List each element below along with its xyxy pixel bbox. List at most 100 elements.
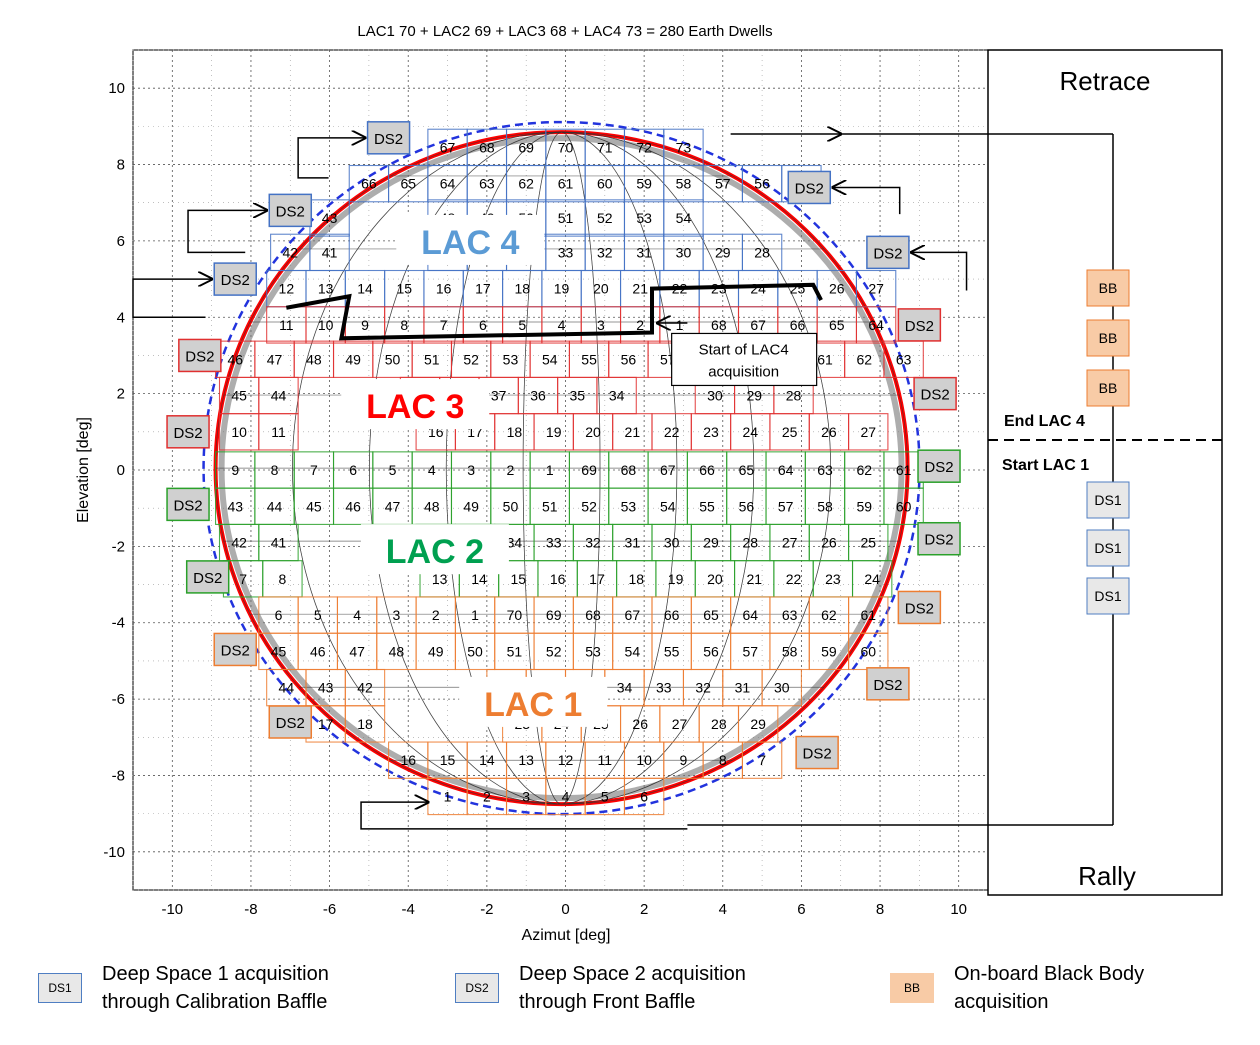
dwell-number: 61 [860, 607, 876, 623]
y-tick-label: -2 [112, 538, 125, 555]
dwell-number: 16 [436, 281, 452, 297]
dwell-number: 34 [507, 535, 523, 551]
dwell-number: 66 [699, 462, 715, 478]
dwell-number: 14 [357, 281, 373, 297]
dwell-cell [883, 487, 924, 525]
dwell-number: 26 [821, 424, 837, 440]
start-lac1-label: Start LAC 1 [1002, 457, 1089, 474]
y-tick-label: 4 [117, 309, 125, 326]
dwell-number: 30 [676, 244, 692, 260]
dwell-number: 51 [542, 498, 558, 514]
dwell-number: 5 [601, 788, 609, 804]
ds2-label: DS2 [173, 497, 202, 514]
dwell-number: 62 [821, 607, 837, 623]
dwell-number: 1 [546, 462, 554, 478]
dwell-number: 7 [310, 462, 318, 478]
dwell-number: 27 [860, 424, 876, 440]
dwell-number: 8 [719, 752, 727, 768]
arrow-row-ds2-far-left [132, 279, 212, 319]
x-tick-label: 8 [876, 901, 884, 918]
dwell-number: 42 [231, 535, 247, 551]
dwell-number: 4 [428, 462, 436, 478]
dwell-number: 33 [656, 680, 672, 696]
legend-ds1: DS1 Deep Space 1 acquisition through Cal… [38, 960, 329, 1016]
dwell-number: 63 [817, 462, 833, 478]
dwell-number: 58 [782, 643, 798, 659]
dwell-number: 10 [231, 424, 247, 440]
dwell-number: 53 [636, 210, 652, 226]
dwell-number: 7 [758, 752, 766, 768]
dwell-number: 2 [432, 607, 440, 623]
dwell-number: 19 [546, 424, 562, 440]
dwell-number: 41 [322, 244, 338, 260]
y-tick-label: -10 [103, 844, 125, 861]
ds1-box [1086, 529, 1130, 567]
ds2-box [795, 735, 839, 770]
x-tick-label: -8 [244, 901, 257, 918]
dwell-number: 5 [314, 607, 322, 623]
dwell-number: 46 [227, 351, 243, 367]
dwell-number: 58 [817, 498, 833, 514]
dwell-number: 1 [444, 788, 452, 804]
dwell-cell [623, 777, 665, 816]
dwell-number: 1 [471, 607, 479, 623]
dwell-number: 51 [558, 210, 574, 226]
dwell-number: 18 [507, 424, 523, 440]
y-tick-label: -8 [112, 767, 125, 784]
ds1-label: DS1 [1094, 492, 1121, 508]
dwell-number: 20 [593, 281, 609, 297]
dwell-number: 33 [558, 244, 574, 260]
dwell-number: 66 [664, 607, 680, 623]
dwell-number: 37 [491, 388, 507, 404]
ds1-box [1086, 481, 1130, 519]
x-tick-label: -10 [161, 901, 183, 918]
dwell-number: 1 [676, 317, 684, 333]
dwell-number: 53 [585, 643, 601, 659]
dwell-number: 44 [271, 388, 287, 404]
dwell-number: 9 [680, 752, 688, 768]
dwell-number: 30 [707, 388, 723, 404]
dwell-number: 59 [636, 176, 652, 192]
dwell-number: 72 [636, 139, 652, 155]
start-lac4-note-text: Start of LAC4 [699, 341, 789, 358]
bb-box [1086, 269, 1130, 307]
dwell-number: 47 [385, 498, 401, 514]
dwell-number: 45 [271, 643, 287, 659]
lac-label: LAC 4 [421, 224, 519, 262]
dwell-number: 27 [672, 716, 688, 732]
bb-box [1086, 369, 1130, 407]
dwell-number: 51 [424, 351, 440, 367]
dwell-number: 13 [518, 752, 534, 768]
dwell-cell [761, 668, 802, 707]
dwell-number: 61 [817, 351, 833, 367]
scan-diagram: LAC1 70 + LAC2 69 + LAC3 68 + LAC4 73 = … [75, 23, 1223, 944]
lac-label-bg [360, 524, 509, 575]
dwell-number: 59 [821, 643, 837, 659]
dwell-number: 6 [479, 317, 487, 333]
dwell-number: 73 [676, 139, 692, 155]
dwell-number: 3 [597, 317, 605, 333]
dwell-number: 6 [275, 607, 283, 623]
legend-ds2: DS2 Deep Space 2 acquisition through Fro… [455, 960, 746, 1016]
dwell-number: 19 [554, 281, 570, 297]
end-lac4-label: End LAC 4 [1004, 413, 1085, 430]
dwell-number: 28 [754, 244, 770, 260]
ds2-label: DS2 [221, 642, 250, 659]
dwell-number: 48 [306, 351, 322, 367]
dwell-number: 43 [322, 210, 338, 226]
dwell-number: 17 [475, 281, 491, 297]
dwell-number: 35 [570, 388, 586, 404]
dwell-cell [741, 741, 783, 779]
start-lac4-note-box [671, 332, 818, 387]
dwell-number: 67 [625, 607, 641, 623]
dwell-cell [344, 705, 386, 743]
dwell-number: 12 [279, 281, 295, 297]
bb-label: BB [1099, 330, 1118, 346]
dwell-number: 56 [621, 351, 637, 367]
dwell-number: 15 [397, 281, 413, 297]
dwell-number: 4 [562, 788, 570, 804]
y-tick-label: 0 [117, 462, 125, 479]
dwell-number: 70 [558, 139, 574, 155]
